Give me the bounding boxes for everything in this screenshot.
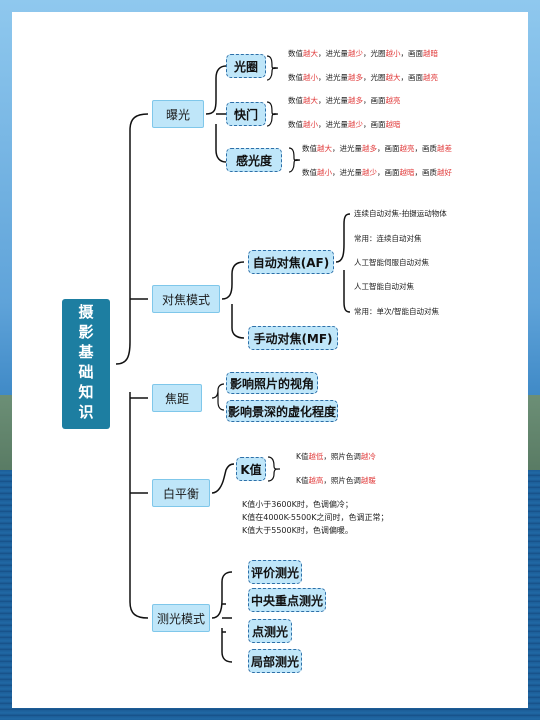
k-note: K值大于5500K时，色调偏暖。 [242, 526, 353, 535]
af-item-1: 连续自动对焦-拍摄运动物体 [354, 209, 447, 218]
text-highlight: 越差 [437, 144, 452, 153]
metering-item-1: 评价测光 [248, 560, 302, 584]
k-row-1: K值越低，照片色调越冷 [296, 452, 376, 462]
text-highlight: 越低 [308, 452, 324, 461]
text-highlight: 越小 [303, 120, 318, 129]
connector-lines [115, 55, 351, 663]
text-highlight: 越暖 [360, 476, 376, 485]
text: 数值 [302, 144, 317, 153]
text: 数值 [288, 96, 303, 105]
af-item-2: 常用：连续自动对焦 [354, 234, 422, 243]
text: ，进光量 [318, 49, 348, 58]
text-highlight: 越多 [348, 73, 363, 82]
k-notes: K值小于3600K时，色调偏冷； K值在4000K-5500K之间时，色调正常；… [242, 498, 422, 537]
text-highlight: 越好 [437, 168, 452, 177]
text: ，光圈 [363, 49, 386, 58]
text: ，画面 [400, 73, 424, 82]
metering-node: 测光模式 [152, 604, 210, 632]
af-item-5: 常用：单次/智能自动对焦 [354, 307, 440, 316]
text-highlight: 越大 [317, 144, 332, 153]
text: ，画面 [377, 168, 400, 177]
iso-node: 感光度 [226, 148, 282, 172]
focus-mode-node: 对焦模式 [152, 285, 220, 313]
k-row-2: K值越高，照片色调越暖 [296, 476, 376, 486]
text-highlight: 越少 [348, 120, 363, 129]
text: ，光圈 [363, 73, 386, 82]
k-value-node: K值 [236, 457, 266, 481]
text: ，画面 [377, 144, 400, 153]
aperture-row-2: 数值越小，进光量越多，光圈越大，画面越亮 [288, 73, 438, 83]
text-highlight: 越高 [308, 476, 324, 485]
text-highlight: 越暗 [399, 168, 415, 177]
text-highlight: 越大 [385, 73, 401, 82]
text: 数值 [302, 168, 317, 177]
metering-item-3: 点测光 [248, 619, 292, 643]
text-highlight: 越暗 [385, 120, 401, 129]
af-item-4: 人工智能自动对焦 [354, 282, 414, 291]
text-highlight: 越小 [385, 49, 401, 58]
shutter-row-2: 数值越小，进光量越少，画面越暗 [288, 120, 401, 130]
text: ，进光量 [318, 96, 348, 105]
text: K值 [296, 452, 309, 461]
exposure-node: 曝光 [152, 100, 204, 128]
text: 数值 [288, 49, 303, 58]
text-highlight: 越亮 [385, 96, 401, 105]
text: ，画面 [363, 96, 386, 105]
af-item-3: 人工智能伺服自动对焦 [354, 258, 429, 267]
text-highlight: 越少 [348, 49, 363, 58]
mf-node: 手动对焦(MF) [248, 326, 338, 350]
text-highlight: 越亮 [423, 73, 438, 82]
text: 数值 [288, 120, 303, 129]
mindmap-card: 摄影基础知识 曝光 光圈 数值越大，进光量越少，光圈越小，画面越暗 数值越小，进… [12, 12, 528, 708]
text: ，照片色调 [323, 476, 361, 485]
metering-item-2: 中央重点测光 [248, 588, 326, 612]
text: ，进光量 [318, 120, 348, 129]
aperture-row-1: 数值越大，进光量越少，光圈越小，画面越暗 [288, 49, 438, 59]
root-node: 摄影基础知识 [62, 299, 110, 429]
af-node: 自动对焦(AF) [248, 250, 334, 274]
text: K值 [296, 476, 309, 485]
text: 数值 [288, 73, 303, 82]
iso-row-1: 数值越大，进光量越多，画面越亮，画质越差 [302, 144, 452, 154]
focal-item-2: 影响景深的虚化程度 [226, 400, 338, 422]
shutter-row-1: 数值越大，进光量越多，画面越亮 [288, 96, 401, 106]
text-highlight: 越大 [303, 49, 318, 58]
text-highlight: 越冷 [360, 452, 376, 461]
shutter-node: 快门 [226, 102, 266, 126]
k-note: K值在4000K-5500K之间时，色调正常； [242, 513, 389, 522]
text-highlight: 越多 [348, 96, 363, 105]
iso-row-2: 数值越小，进光量越少，画面越暗，画质越好 [302, 168, 452, 178]
text-highlight: 越小 [303, 73, 318, 82]
text-highlight: 越小 [317, 168, 332, 177]
text-highlight: 越大 [303, 96, 318, 105]
aperture-node: 光圈 [226, 54, 266, 78]
text: ，画面 [363, 120, 386, 129]
text-highlight: 越少 [362, 168, 377, 177]
text-highlight: 越暗 [423, 49, 438, 58]
k-note: K值小于3600K时，色调偏冷； [242, 500, 353, 509]
text: ，进光量 [332, 144, 362, 153]
text: ，进光量 [318, 73, 348, 82]
focal-item-1: 影响照片的视角 [226, 372, 318, 394]
text: ，进光量 [332, 168, 362, 177]
focal-length-node: 焦距 [152, 384, 202, 412]
text: ，画质 [414, 168, 438, 177]
metering-item-4: 局部测光 [248, 649, 302, 673]
text-highlight: 越多 [362, 144, 377, 153]
text: ，画质 [414, 144, 438, 153]
text: ，照片色调 [323, 452, 361, 461]
text: ，画面 [400, 49, 424, 58]
white-balance-node: 白平衡 [152, 479, 210, 507]
text-highlight: 越亮 [399, 144, 415, 153]
